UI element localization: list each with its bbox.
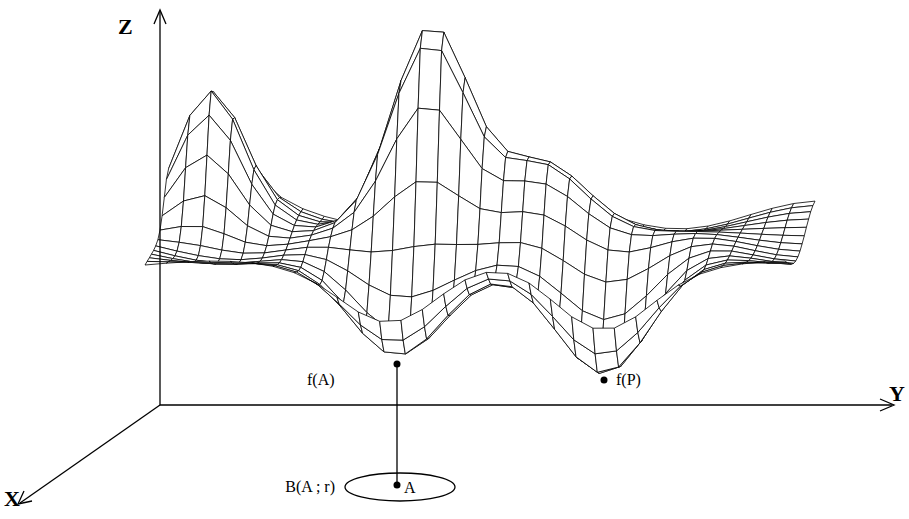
- mesh-cell: [209, 261, 233, 263]
- point-fa: [394, 361, 401, 368]
- axes: [18, 10, 894, 504]
- mesh-cell: [273, 266, 297, 273]
- mesh-cell: [358, 312, 382, 340]
- mesh-cell: [614, 317, 638, 351]
- mesh-cell: [145, 261, 169, 265]
- mesh-cell: [166, 262, 190, 263]
- y-axis: [160, 404, 892, 405]
- mesh-cell: [486, 272, 510, 281]
- mesh-cell: [497, 243, 521, 267]
- mesh-cell: [478, 209, 501, 245]
- mesh-cell: [608, 228, 632, 252]
- mesh-cell: [721, 263, 745, 268]
- mesh-cell: [457, 196, 481, 245]
- mesh-cell: [783, 227, 806, 236]
- axis-label: Z: [118, 16, 133, 38]
- mesh-cell: [657, 285, 681, 308]
- x-arrow: [18, 491, 32, 504]
- mesh-cell: [188, 261, 211, 262]
- mesh-cell: [284, 247, 308, 255]
- mesh-cell: [220, 250, 244, 260]
- mesh-cell: [337, 297, 361, 325]
- z-arrow: [154, 10, 166, 24]
- mesh-cell: [700, 266, 723, 275]
- point-label: f(A): [306, 372, 336, 388]
- mesh-cell: [499, 212, 523, 243]
- mesh-cell: [595, 351, 619, 372]
- mesh-cell: [444, 280, 467, 306]
- mesh-cell: [181, 196, 205, 227]
- mesh-cell: [529, 283, 553, 316]
- mesh-cell: [418, 48, 442, 110]
- mesh-cell: [414, 182, 437, 247]
- mesh-cell: [160, 201, 184, 230]
- region-outline: [344, 472, 456, 502]
- surface-mesh: [145, 31, 815, 374]
- mesh-cell: [420, 31, 444, 51]
- mesh-cell: [525, 161, 549, 185]
- mesh-cell: [742, 262, 766, 264]
- mesh-cell: [572, 317, 595, 354]
- mesh-cell: [382, 340, 406, 354]
- mesh-cell: [258, 260, 282, 263]
- axis-label: Y: [889, 383, 905, 405]
- mesh-cell: [501, 181, 525, 213]
- mesh-cell: [269, 225, 293, 238]
- axis-label: X: [4, 488, 20, 510]
- mesh-cell: [550, 299, 574, 340]
- mesh-cell: [297, 271, 321, 285]
- mesh-cell: [693, 234, 717, 239]
- drop-line: [396, 364, 397, 484]
- mesh-cell: [416, 108, 440, 182]
- z-axis: [159, 12, 160, 405]
- mesh-cell: [606, 250, 629, 282]
- mesh-cell: [480, 169, 504, 213]
- mesh-cell: [412, 244, 436, 297]
- region-ellipse: [345, 473, 455, 501]
- mesh-cell: [350, 216, 373, 252]
- mesh-cell: [307, 237, 331, 248]
- mesh-cell: [401, 310, 425, 341]
- mesh-cell: [380, 320, 403, 340]
- mesh-cell: [437, 110, 461, 196]
- point-fp: [601, 377, 608, 384]
- mesh-cell: [184, 155, 208, 201]
- mesh-cell: [636, 300, 659, 332]
- region-heading: B(A ; r): [284, 479, 336, 495]
- mesh-cell: [252, 263, 275, 266]
- mesh-cell: [393, 182, 417, 251]
- mesh-cell: [593, 328, 617, 354]
- mesh-cell: [422, 294, 446, 327]
- mesh-cell: [294, 272, 318, 285]
- mesh-cell: [243, 242, 267, 253]
- point-a: [394, 482, 401, 489]
- point-label: A: [403, 480, 417, 496]
- mesh-cell: [523, 181, 546, 215]
- point-label: f(P): [615, 372, 642, 388]
- mesh-cell: [504, 158, 528, 182]
- mesh-cell: [275, 265, 299, 272]
- mesh-cell: [465, 272, 489, 288]
- mesh-cell: [632, 227, 656, 236]
- mesh-cell: [710, 244, 734, 251]
- mesh-cell: [678, 272, 702, 286]
- ball-region: B(A ; r)A: [344, 472, 456, 502]
- mesh-cell: [764, 261, 787, 262]
- mesh-cell: [329, 230, 353, 250]
- x-axis: [20, 405, 160, 503]
- mesh-cell: [508, 273, 531, 294]
- mesh-cell: [604, 279, 628, 319]
- mesh-cell: [390, 247, 414, 297]
- mesh-cell: [521, 212, 545, 249]
- mesh-cell: [230, 261, 254, 263]
- mesh-cell: [435, 182, 459, 244]
- mesh-cell: [371, 197, 395, 252]
- mesh-cell: [785, 219, 809, 228]
- mesh-cell: [316, 283, 339, 304]
- mesh-cell: [764, 220, 787, 228]
